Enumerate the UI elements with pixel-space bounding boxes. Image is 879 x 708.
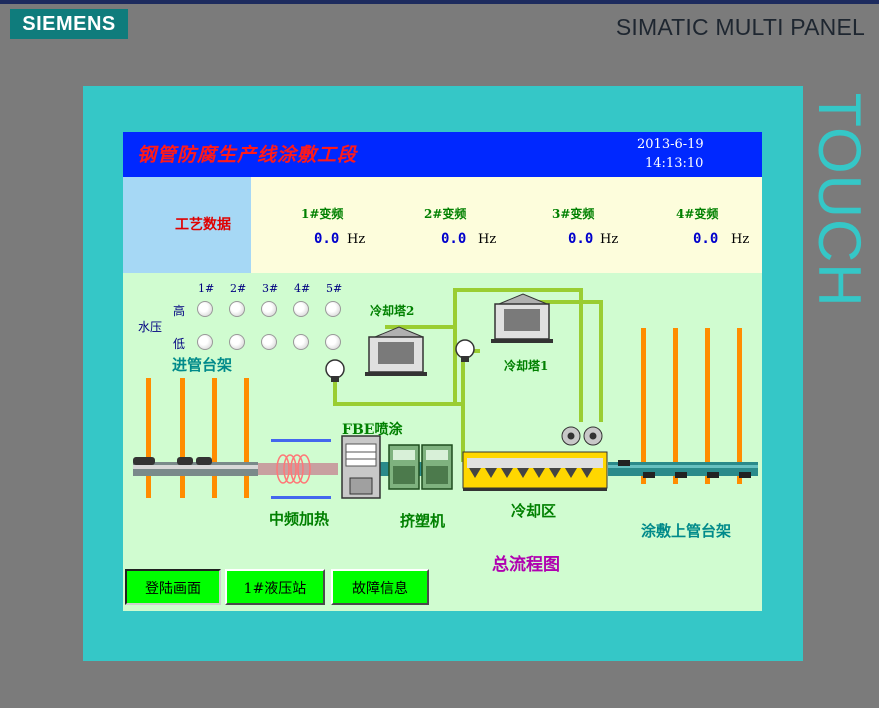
- pump-5-high-indicator: [325, 301, 341, 317]
- panel-model-label: SIMATIC MULTI PANEL: [615, 14, 865, 40]
- vfd-1-unit: Hz: [347, 232, 366, 247]
- hmi-screen: 钢管防腐生产线涂敷工段 2013-6-19 14:13:10 工艺数据 1#变频…: [123, 132, 762, 611]
- process-data-label: 工艺数据: [175, 217, 231, 233]
- screen-title: 钢管防腐生产线涂敷工段: [137, 144, 358, 166]
- vfd-4-value[interactable]: 0.0: [693, 231, 719, 247]
- vfd-2-label: 2#变频: [424, 207, 467, 221]
- pump-2-label: 2#: [230, 282, 247, 295]
- vfd-1-value[interactable]: 0.0: [314, 231, 340, 247]
- date-display: 2013-6-19: [637, 137, 704, 152]
- pump-3-label: 3#: [262, 282, 279, 295]
- fbe-spray-label: FBE喷涂: [342, 422, 403, 438]
- fbe-spray-booth: [341, 435, 381, 499]
- cooling-tower-2: [365, 326, 427, 376]
- water-pressure-label: 水压: [138, 320, 163, 334]
- nav-button-hydraulic-station[interactable]: 1#液压站: [225, 569, 325, 605]
- cooling-zone-label: 冷却区: [511, 502, 557, 520]
- outfeed-rack: [641, 328, 742, 484]
- top-bezel-strip: [0, 0, 879, 4]
- pump-3-low-indicator: [261, 334, 277, 350]
- process-data-label-box: 工艺数据: [123, 177, 251, 273]
- pump-4-label: 4#: [294, 282, 311, 295]
- process-diagram: [133, 288, 758, 499]
- outfeed-clamps: [618, 460, 751, 478]
- process-data-panel: 工艺数据 1#变频 0.0 Hz 2#变频 0.0 Hz 3#变频 0.0 Hz…: [123, 177, 762, 273]
- cooling-tower-1-label: 冷却塔1: [504, 359, 549, 373]
- pump-4-low-indicator: [293, 334, 309, 350]
- pressure-high-label: 高: [173, 304, 186, 318]
- induction-heating-label: 中频加热: [269, 510, 330, 528]
- nav-button-fault-info[interactable]: 故障信息: [331, 569, 429, 605]
- vfd-4-unit: Hz: [731, 232, 750, 247]
- pump-5-low-indicator: [325, 334, 341, 350]
- induction-heater: [271, 439, 331, 499]
- brand-logo: SIEMENS: [10, 9, 128, 39]
- pump-1-label: 1#: [198, 282, 215, 295]
- vfd-4-label: 4#变频: [676, 207, 719, 221]
- infeed-rack-label: 进管台架: [172, 356, 233, 374]
- touch-label: TOUCH: [806, 94, 872, 306]
- pump-2-high-indicator: [229, 301, 245, 317]
- pump-3-high-indicator: [261, 301, 277, 317]
- pipe-clamps: [133, 457, 212, 465]
- overview-label: 总流程图: [492, 555, 560, 575]
- circulation-pump-2: [455, 339, 475, 362]
- outfeed-rack-label: 涂敷上管台架: [641, 522, 732, 540]
- nav-button-login[interactable]: 登陆画面: [125, 569, 221, 605]
- pump-1-high-indicator: [197, 301, 213, 317]
- pump-1-low-indicator: [197, 334, 213, 350]
- pump-4-high-indicator: [293, 301, 309, 317]
- circulation-pump-1: [325, 359, 345, 382]
- vfd-3-unit: Hz: [600, 232, 619, 247]
- vfd-1-label: 1#变频: [301, 207, 344, 221]
- vfd-3-value[interactable]: 0.0: [568, 231, 594, 247]
- time-display: 14:13:10: [645, 156, 704, 171]
- vfd-3-label: 3#变频: [552, 207, 595, 221]
- vfd-2-unit: Hz: [478, 232, 497, 247]
- pump-2-low-indicator: [229, 334, 245, 350]
- cooling-zone-conveyor: [462, 451, 608, 491]
- title-bar: 钢管防腐生产线涂敷工段 2013-6-19 14:13:10: [123, 132, 762, 177]
- extruder-label: 挤塑机: [400, 512, 446, 530]
- extruder: [388, 444, 453, 490]
- cooling-tower-2-label: 冷却塔2: [370, 304, 415, 318]
- pressure-low-label: 低: [173, 337, 186, 351]
- cooling-fans: [561, 426, 603, 446]
- vfd-2-value[interactable]: 0.0: [441, 231, 467, 247]
- infeed-rack: [146, 378, 249, 498]
- cooling-tower-1: [491, 293, 553, 343]
- pump-5-label: 5#: [326, 282, 343, 295]
